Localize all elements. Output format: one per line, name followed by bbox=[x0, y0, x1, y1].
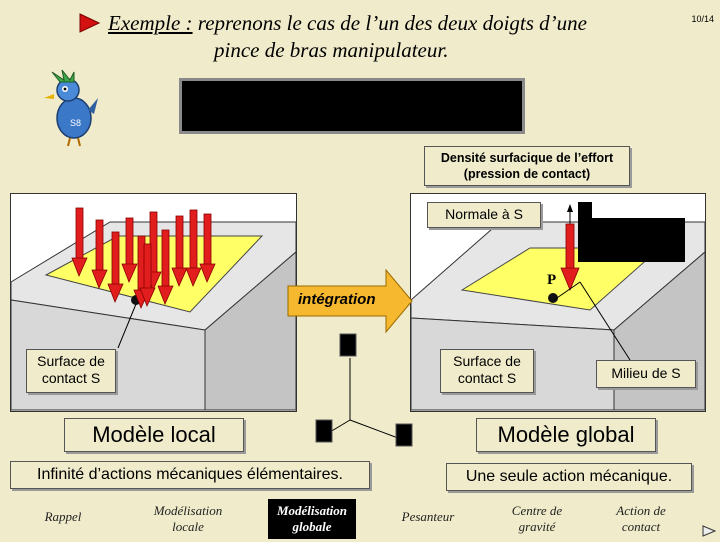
surface-local-line2: contact S bbox=[41, 370, 101, 386]
milieu-label: Milieu de S bbox=[596, 360, 696, 388]
infinite-actions-text: Infinité d’actions mécaniques élémentair… bbox=[10, 461, 370, 489]
local-force-arrows bbox=[71, 207, 216, 310]
nav-action-contact[interactable]: Action de contact bbox=[598, 503, 684, 535]
bird-mascot-icon: S8 bbox=[42, 68, 102, 148]
modele-local-heading: Modèle local bbox=[64, 418, 244, 452]
nav-centre-gravite[interactable]: Centre de gravité bbox=[494, 503, 580, 535]
nav-mod-globale-line2: globale bbox=[292, 519, 332, 534]
nav-action-line1: Action de bbox=[616, 503, 666, 518]
title-prefix: Exemple : bbox=[108, 11, 193, 35]
modele-global-heading: Modèle global bbox=[476, 418, 656, 452]
nav-centre-line2: gravité bbox=[518, 519, 556, 534]
point-p-label: P bbox=[547, 272, 557, 288]
nav-action-line2: contact bbox=[621, 519, 661, 534]
svg-text:S8: S8 bbox=[70, 118, 81, 128]
densite-label: Densité surfacique de l’effort (pression… bbox=[424, 146, 630, 186]
title-line2: pince de bras manipulateur. bbox=[214, 38, 449, 62]
page-title: Exemple : reprenons le cas de l’un des d… bbox=[108, 10, 688, 64]
nav-modelisation-globale[interactable]: Modélisation globale bbox=[268, 499, 356, 539]
nav-rappel[interactable]: Rappel bbox=[44, 509, 82, 524]
nav-modelisation-locale[interactable]: Modélisation locale bbox=[140, 503, 236, 535]
single-action-text: Une seule action mécanique. bbox=[446, 463, 692, 491]
nav-centre-line1: Centre de bbox=[511, 503, 563, 518]
hidden-content-box bbox=[179, 78, 525, 134]
surface-global-line2: contact S bbox=[457, 370, 517, 386]
global-point-p-dot bbox=[548, 293, 558, 303]
nav-mod-locale-line1: Modélisation bbox=[153, 503, 223, 518]
surface-local-line1: Surface de bbox=[37, 353, 105, 369]
nav-mod-locale-line2: locale bbox=[172, 519, 204, 534]
next-arrow-icon[interactable] bbox=[702, 524, 717, 542]
densite-line1: Densité surfacique de l’effort bbox=[440, 151, 614, 165]
densite-line2: (pression de contact) bbox=[463, 167, 591, 181]
integration-arrow bbox=[287, 268, 413, 334]
normale-label: Normale à S bbox=[427, 202, 541, 228]
nav-pesanteur[interactable]: Pesanteur bbox=[401, 509, 455, 524]
title-line1: reprenons le cas de l’un des deux doigts… bbox=[192, 11, 587, 35]
reference-frame bbox=[315, 333, 413, 447]
integration-label: intégration bbox=[298, 291, 376, 308]
play-triangle-icon[interactable] bbox=[78, 13, 101, 38]
nav-mod-globale-line1: Modélisation bbox=[276, 503, 348, 518]
surface-local-label: Surface de contact S bbox=[26, 349, 116, 393]
surface-global-label: Surface de contact S bbox=[440, 349, 534, 393]
surface-global-line1: Surface de bbox=[453, 353, 521, 369]
page-number: 10/14 bbox=[691, 14, 714, 24]
